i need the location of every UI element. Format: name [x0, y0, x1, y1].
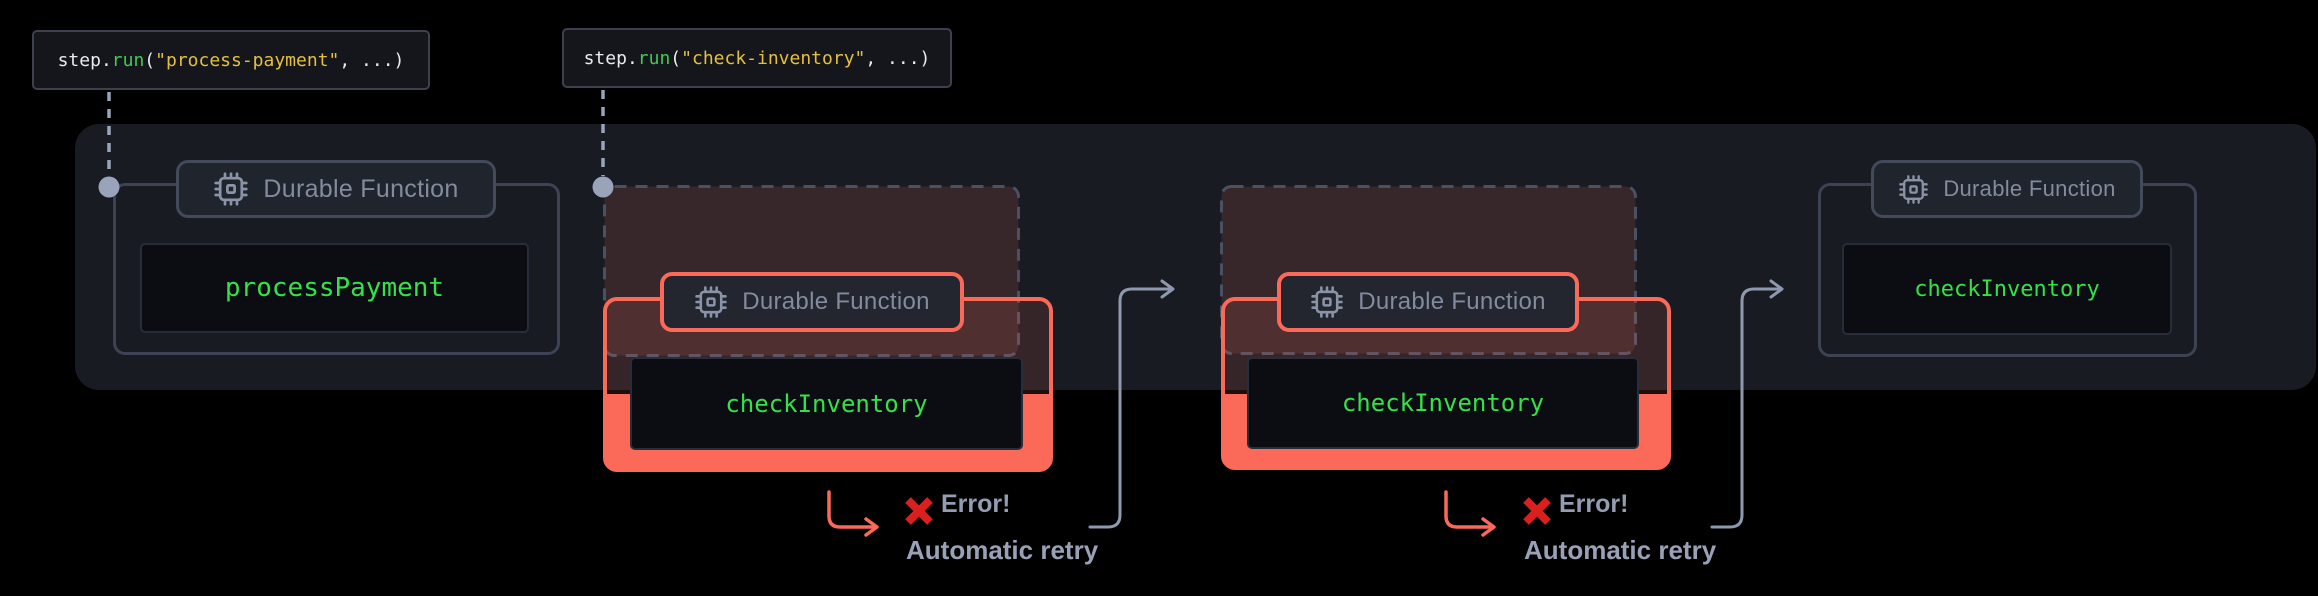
- code-string-arg: "process-payment": [155, 49, 340, 71]
- code-object: step: [583, 47, 627, 69]
- function-name: checkInventory: [725, 389, 928, 418]
- error-title: Error!: [1559, 490, 1629, 518]
- error-x-icon-1: [905, 497, 933, 525]
- badge-label: Durable Function: [1943, 176, 2116, 201]
- function-name: checkInventory: [1341, 389, 1545, 417]
- code-close: , ...): [865, 47, 931, 69]
- code-label-check-inventory: step.run("check-inventory", ...): [562, 28, 952, 88]
- durable-function-badge-1: Durable Function: [176, 160, 496, 218]
- durable-function-badge-4: Durable Function: [1871, 160, 2143, 218]
- code-method: run: [111, 49, 145, 71]
- code-dot: .: [626, 47, 638, 69]
- code-object: step: [57, 49, 101, 71]
- code-string-arg: "check-inventory": [681, 47, 866, 69]
- error-arrow-1: [827, 490, 879, 537]
- function-name: processPayment: [224, 273, 445, 303]
- error-subtitle: Automatic retry: [906, 535, 1099, 565]
- error-title: Error!: [941, 490, 1011, 518]
- function-name-box-3: checkInventory: [1247, 357, 1639, 449]
- cpu-icon: [1899, 174, 1929, 204]
- code-close: , ...): [339, 49, 405, 71]
- code-paren: (: [670, 47, 682, 69]
- cpu-icon: [214, 172, 249, 206]
- code-method: run: [637, 47, 671, 69]
- error-subtitle: Automatic retry: [1524, 535, 1717, 565]
- badge-label: Durable Function: [263, 174, 459, 203]
- badge-label: Durable Function: [742, 288, 930, 315]
- durable-function-badge-3: Durable Function: [1277, 272, 1579, 332]
- code-paren: (: [144, 49, 156, 71]
- function-name: checkInventory: [1914, 276, 2100, 302]
- code-dot: .: [100, 49, 112, 71]
- badge-label: Durable Function: [1358, 288, 1546, 315]
- cpu-icon: [695, 286, 727, 318]
- error-arrow-2: [1444, 490, 1496, 537]
- error-x-icon-2: [1523, 497, 1551, 525]
- function-name-box-2: checkInventory: [630, 357, 1023, 450]
- cpu-icon: [1311, 286, 1343, 318]
- durable-function-badge-2: Durable Function: [660, 272, 964, 332]
- code-label-process-payment: step.run("process-payment", ...): [32, 30, 430, 90]
- function-name-box-1: processPayment: [140, 243, 529, 333]
- function-name-box-4: checkInventory: [1842, 243, 2172, 335]
